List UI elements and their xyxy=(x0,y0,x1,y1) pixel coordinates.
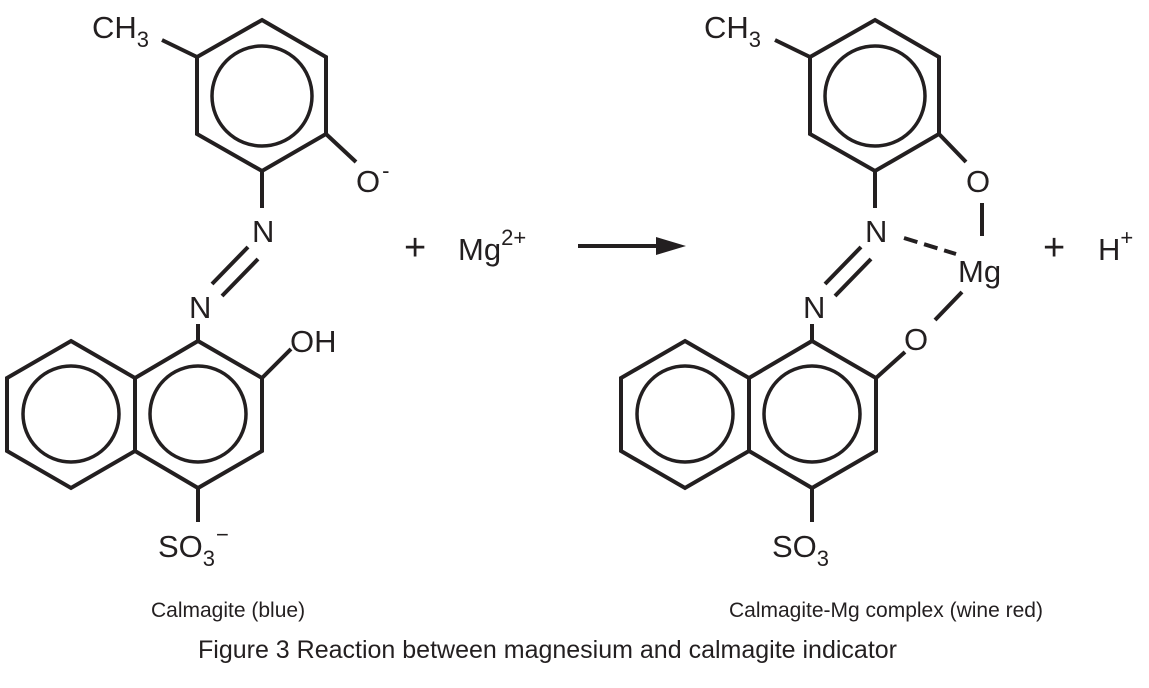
product-azo-n-lower: N xyxy=(803,290,825,325)
reaction-arrow xyxy=(578,237,686,255)
reactant-azo-double-bond xyxy=(210,245,260,298)
product-complex: CH3 O N Mg N O SO3 xyxy=(619,10,1001,571)
reactant-calmagite: CH3 O- N N OH SO3− xyxy=(5,10,389,571)
product-azo-n-upper: N xyxy=(865,214,887,249)
product-caption: Calmagite-Mg complex (wine red) xyxy=(729,599,1043,622)
product-phenoxy-bond xyxy=(937,132,968,164)
product-n-mg-coordination xyxy=(903,236,957,256)
reactant-sulfonate-label: SO3− xyxy=(158,522,229,571)
product-mg-label: Mg xyxy=(958,254,1001,289)
product-o-lower: O xyxy=(904,322,928,357)
magnesium-ion-label: Mg2+ xyxy=(458,225,526,267)
reactant-methyl-label: CH3 xyxy=(92,10,149,52)
reactant-phenoxide-bond xyxy=(324,132,358,164)
reactant-naphthalene xyxy=(5,338,264,491)
reactant-phenoxide-label: O- xyxy=(356,158,389,199)
product-methyl-bond xyxy=(774,38,811,59)
reactant-cresol-ring xyxy=(195,17,328,174)
product-o-mg-lower-bond xyxy=(933,290,964,322)
figure-title: Figure 3 Reaction between magnesium and … xyxy=(198,636,897,664)
plus-sign-1: + xyxy=(404,227,426,269)
product-o-upper: O xyxy=(966,164,990,199)
reactant-azo-n-lower: N xyxy=(189,290,211,325)
product-azo-double-bond xyxy=(823,245,873,298)
reactant-hydroxyl-bond xyxy=(260,347,293,380)
product-sulfonate-label: SO3 xyxy=(772,529,829,571)
reactant-hydroxyl-label: OH xyxy=(290,324,337,359)
proton-label: H+ xyxy=(1098,225,1133,267)
reactant-caption: Calmagite (blue) xyxy=(151,599,305,622)
product-naphthalene xyxy=(619,338,878,491)
plus-sign-2: + xyxy=(1043,227,1065,269)
product-naphthoxy-bond xyxy=(874,350,907,380)
product-cresol-ring xyxy=(808,17,941,174)
reactant-methyl-bond xyxy=(161,38,198,59)
product-methyl-label: CH3 xyxy=(704,10,761,52)
reactant-azo-n-upper: N xyxy=(252,214,274,249)
